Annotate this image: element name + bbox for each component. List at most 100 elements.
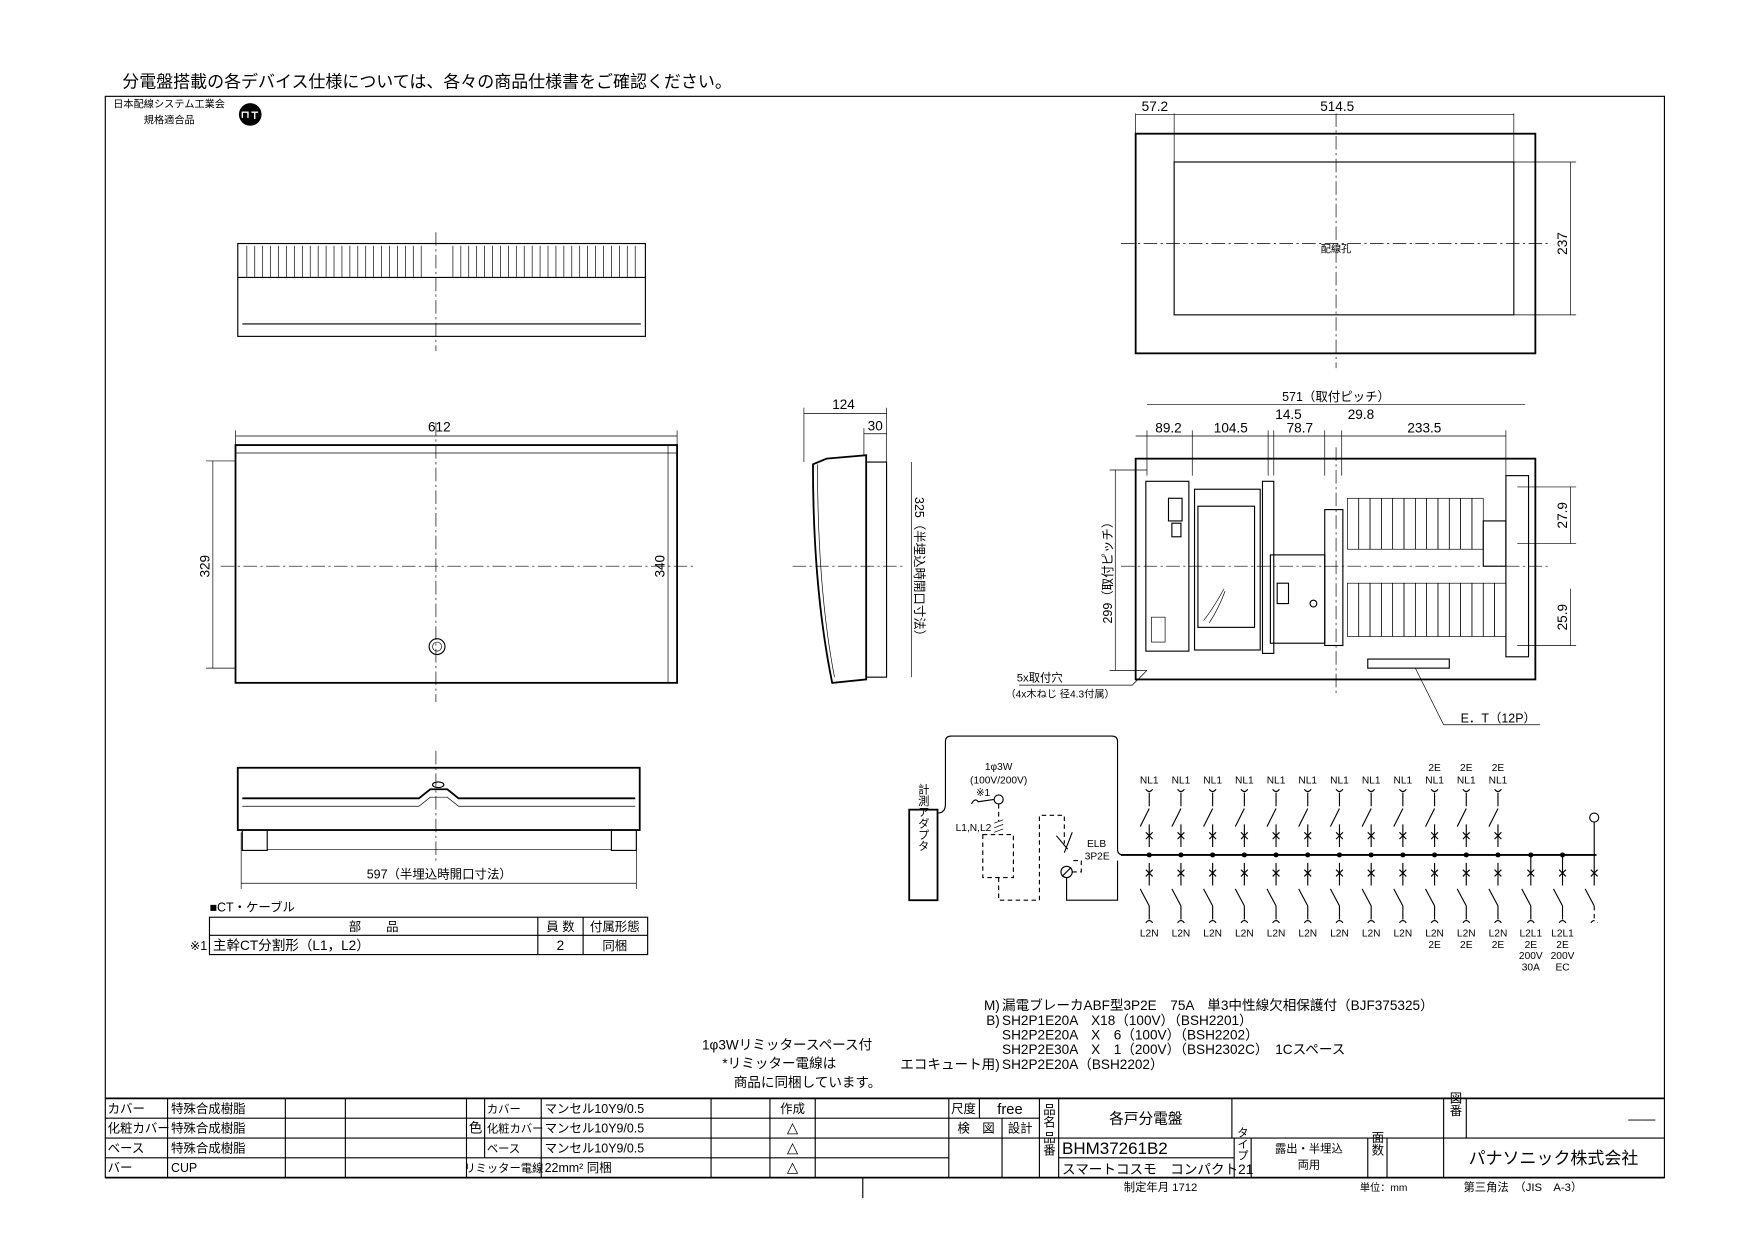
branch-top-label: NL1: [1330, 776, 1349, 787]
branch-bottom-label: L2N: [1172, 928, 1191, 939]
breaker-module: [1426, 497, 1439, 550]
dim-front-width: 612: [428, 419, 451, 434]
breaker-module: [1471, 582, 1484, 637]
ct-row-qty: 2: [557, 938, 565, 953]
breaker-module: [1471, 497, 1484, 550]
ct-row-part: 主幹CT分割形（L1，L2）: [213, 937, 370, 953]
spare-terminal: [1589, 812, 1600, 823]
bus-junction: [1336, 852, 1342, 858]
spec-line: SH2P1E20A X18（100V）（BSH2201）: [1002, 1013, 1253, 1028]
branch-breaker: [1425, 788, 1439, 924]
breaker-module: [1358, 582, 1371, 637]
spec-prefix: M): [984, 998, 1000, 1013]
certification-mark-icon: [238, 103, 262, 126]
material-label: ベース: [108, 1142, 145, 1156]
dim-row-top: 27.9: [1555, 502, 1570, 528]
part-no-label: 品番: [1041, 1131, 1055, 1156]
dim-back-hole-width: 514.5: [1320, 99, 1354, 114]
unit-label: 単位：mm: [1360, 1181, 1408, 1194]
branch-breaker: [1329, 788, 1344, 924]
branch-breaker: [1393, 788, 1407, 924]
breaker-module: [1448, 582, 1461, 637]
spare-branch: [1584, 822, 1599, 907]
dim-front-height-left: 329: [197, 555, 212, 578]
limiter-note-1: 1φ3Wリミッタースペース付: [702, 1038, 872, 1053]
ct-header-part: 部 品: [349, 919, 399, 934]
dim-seg1: 89.2: [1155, 421, 1181, 436]
color-part-label: 化粧カバー: [487, 1121, 544, 1135]
branch-breaker-200v: [1552, 854, 1567, 924]
branch-bottom-label: L2N: [1298, 928, 1317, 939]
color-label: 色: [469, 1119, 483, 1135]
breaker-module: [1403, 582, 1416, 637]
branch-top-label: NL1: [1203, 776, 1222, 787]
sheet-frame: [104, 95, 1665, 1179]
earth-terminal-label: E．T（12P）: [1461, 711, 1536, 725]
branch-top-label: NL1: [1489, 776, 1508, 787]
spare-branch: [1590, 905, 1599, 924]
breaker-module: [1381, 497, 1394, 550]
series-name: スマートコスモ コンパクト21: [1062, 1162, 1253, 1177]
material-value: CUP: [171, 1161, 197, 1175]
limiter-value: 22mm² 同梱: [545, 1161, 612, 1175]
branch-200v-label: 30A: [1522, 962, 1540, 973]
branch-200v-label: L2L1: [1519, 928, 1542, 939]
dim-seg2: 104.5: [1214, 421, 1248, 436]
branch-breaker: [1139, 788, 1154, 924]
dim-bottom-opening: 597（半埋込時開口寸法）: [367, 868, 512, 882]
branch-breaker-200v: [1521, 854, 1535, 924]
branch-breaker: [1171, 788, 1185, 924]
dim-seg3: 14.5: [1275, 407, 1301, 422]
breaker-module: [1437, 582, 1450, 637]
branch-bottom-label: L2N: [1362, 928, 1381, 939]
bus-junction: [1305, 852, 1311, 858]
mount-screws-label: （4x木ねじ 径4.3付属）: [1005, 688, 1114, 701]
bus-junction: [1178, 852, 1184, 858]
drawing-number: ——: [1628, 1111, 1656, 1126]
revision-mark: △: [787, 1160, 799, 1176]
material-label: 化粧カバー: [108, 1121, 170, 1135]
spec-prefix: B): [986, 1013, 1000, 1028]
branch-top-label: NL1: [1425, 776, 1444, 787]
branch-200v-label: EC: [1555, 962, 1569, 973]
color-part-label: ベース: [487, 1144, 520, 1156]
product-name: 各戸分電盤: [1109, 1110, 1183, 1127]
drawing-no-label: 図番: [1448, 1092, 1462, 1117]
branch-200v-label: 2E: [1556, 940, 1569, 951]
branch-bottom-label: L2N: [1330, 928, 1349, 939]
breaker-module: [1392, 582, 1405, 637]
wiring-hole-label: 配線孔: [1321, 243, 1352, 256]
limiter-label: リミッター電線: [464, 1161, 543, 1175]
material-value: 特殊合成樹脂: [171, 1120, 246, 1135]
breaker-module: [1426, 582, 1439, 637]
dim-side-cover: 30: [868, 418, 884, 433]
color-value: マンセル10Y9/0.5: [545, 1121, 645, 1135]
breaker-module: [1494, 582, 1507, 637]
branch-top-label: NL1: [1267, 776, 1286, 787]
branch-breaker: [1456, 788, 1471, 924]
created-label: 作成: [780, 1102, 805, 1116]
bus-junction: [1210, 852, 1216, 858]
branch-breaker: [1488, 788, 1502, 924]
branch-200v-label: 2E: [1525, 940, 1538, 951]
branch-bottom-label: L2N: [1235, 928, 1254, 939]
adapter-label: 計測アダプタ: [917, 783, 930, 852]
color-part-label: カバー: [487, 1103, 521, 1116]
scale-label: 尺度: [951, 1101, 976, 1116]
top-view: [237, 232, 646, 352]
color-value: マンセル10Y9/0.5: [545, 1142, 645, 1156]
certification-line2: 規格適合品: [144, 114, 195, 127]
branch-top-label: NL1: [1362, 776, 1381, 787]
dim-side-opening: 325（半埋込時開口寸法）: [912, 497, 926, 642]
branch-top-label: NL1: [1172, 776, 1191, 787]
branch-breaker: [1266, 788, 1280, 924]
ct-row-form: 同梱: [602, 939, 627, 953]
limiter-note-3: 商品に同梱しています。: [734, 1075, 882, 1090]
breaker-module: [1347, 582, 1360, 637]
breaker-module: [1403, 497, 1416, 550]
spec-line: SH2P2E20A X 6（100V）（BSH2202）: [1002, 1028, 1259, 1043]
limiter-note-2: *リミッター電線は: [722, 1056, 836, 1071]
dim-pitch-width: 571（取付ピッチ）: [1282, 390, 1390, 404]
breaker-module: [1369, 582, 1382, 637]
bus-junction: [1400, 852, 1406, 858]
